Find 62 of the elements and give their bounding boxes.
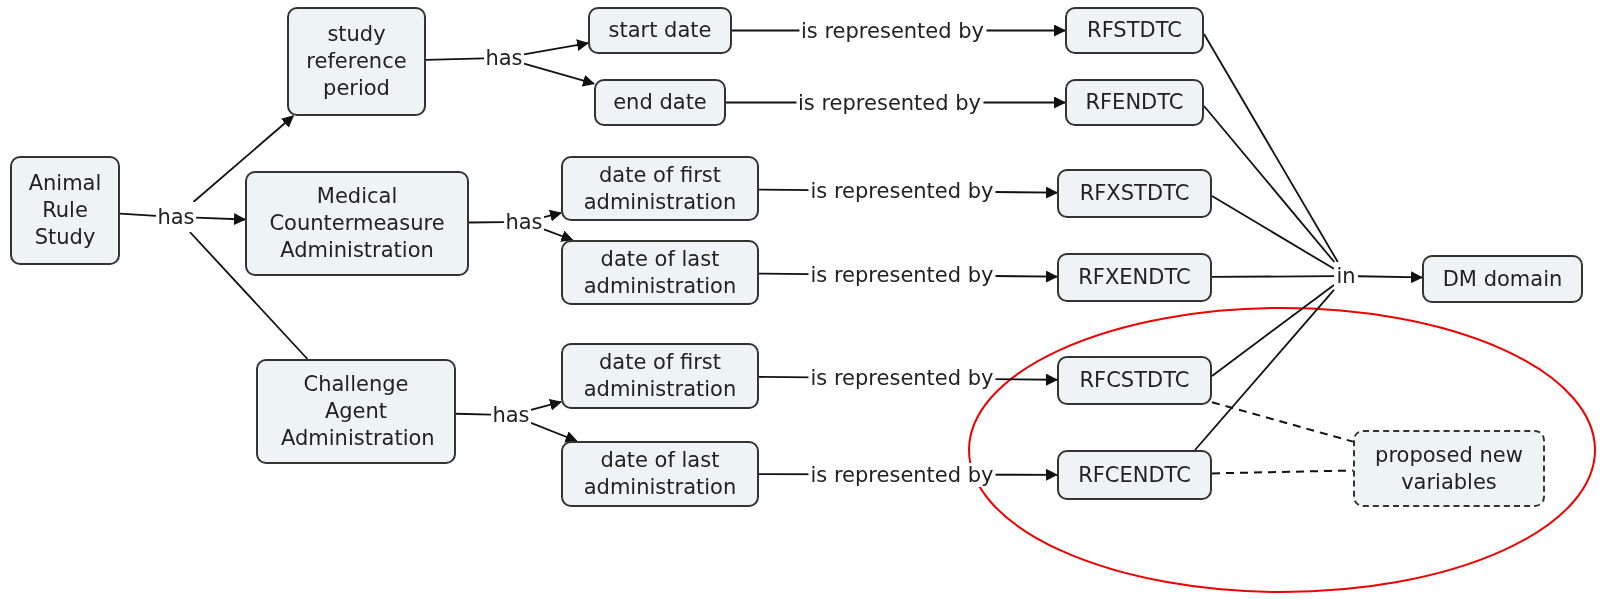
- connector-line: [1211, 195, 1335, 270]
- concept-box: [561, 156, 759, 221]
- concept-box: [10, 156, 120, 265]
- concept-label: date of first administration: [582, 161, 738, 216]
- concept-box: [588, 7, 732, 54]
- connector-line: [189, 231, 309, 360]
- concept-label: RFXSTDTC: [1079, 180, 1190, 207]
- arrow: [1357, 271, 1423, 284]
- connector-line: [1194, 288, 1335, 451]
- arrow: [195, 213, 246, 226]
- connector-line: [1203, 105, 1336, 263]
- concept-label: start date: [608, 17, 712, 44]
- connector-line: [455, 412, 492, 416]
- edge-label: is represented by: [808, 263, 996, 288]
- concept-box: [1057, 450, 1212, 500]
- edge-label: is represented by: [808, 366, 996, 391]
- connector-line: [1203, 33, 1339, 263]
- concept-box: [1057, 253, 1212, 302]
- connector-line: [1211, 401, 1354, 443]
- concept-box: [561, 240, 759, 305]
- concept-label: proposed new variables: [1374, 441, 1524, 496]
- concept-label: end date: [613, 89, 707, 116]
- arrow: [530, 398, 562, 411]
- arrow: [523, 39, 589, 56]
- linking-phrase: has: [156, 202, 196, 232]
- connector-line: [468, 221, 505, 224]
- concept-box: [287, 7, 426, 116]
- arrow: [543, 228, 574, 242]
- concept-box: [561, 441, 759, 507]
- connector-line: [425, 57, 485, 61]
- concept-box: [594, 79, 726, 126]
- concept-label: date of first administration: [582, 349, 738, 403]
- concept-box: [561, 343, 759, 409]
- concept-label: date of last administration: [582, 245, 738, 300]
- arrow: [530, 422, 578, 443]
- concept-label: Animal Rule Study: [27, 170, 103, 251]
- concept-label: DM domain: [1442, 265, 1563, 293]
- concept-label: study reference period: [305, 21, 408, 102]
- arrow: [523, 62, 595, 87]
- arrow: [192, 115, 295, 203]
- concept-box: [245, 171, 469, 276]
- connector-line: [119, 212, 157, 217]
- arrow: [543, 209, 562, 222]
- concept-label: Challenge Agent Administration: [281, 371, 431, 452]
- connector-line: [1211, 275, 1335, 278]
- concept-label: RFENDTC: [1085, 89, 1184, 116]
- edge-label: is represented by: [808, 179, 996, 204]
- concept-box: [256, 359, 456, 464]
- concept-label: RFCENDTC: [1078, 461, 1191, 489]
- concept-label: date of last administration: [582, 447, 738, 501]
- concept-label: Medical Countermeasure Administration: [268, 183, 446, 264]
- concept-label: RFXENDTC: [1078, 264, 1191, 291]
- concept-box: [1057, 356, 1212, 405]
- concept-box: [1057, 169, 1212, 218]
- connector-line: [1211, 284, 1335, 377]
- edge-label: is represented by: [808, 462, 996, 487]
- concept-box: [1065, 7, 1204, 54]
- concept-box: [1065, 79, 1204, 126]
- concept-label: RFCSTDTC: [1079, 367, 1190, 394]
- concept-box: [1422, 255, 1583, 303]
- concept-label: RFSTDTC: [1087, 17, 1182, 44]
- concept-box: [1353, 430, 1545, 507]
